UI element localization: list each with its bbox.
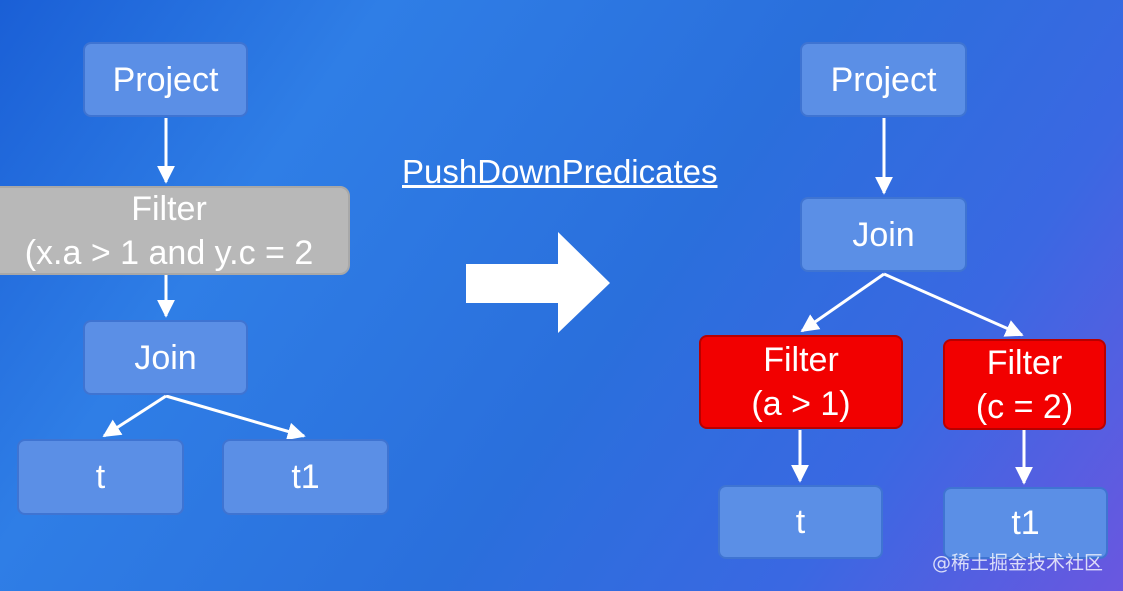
edge-join-right-filter: [883, 272, 1024, 337]
before-table-t1-node: t1: [222, 439, 389, 515]
before-join-node: Join: [83, 320, 248, 395]
rule-name-label: PushDownPredicates: [402, 153, 718, 190]
before-table-t-node: t: [17, 439, 184, 515]
edge-join-t1: [165, 394, 306, 441]
before-project-node: Project: [83, 42, 248, 117]
after-project-label: Project: [830, 60, 937, 99]
before-filter-title: Filter: [131, 189, 207, 228]
after-table-t1-label: t1: [1011, 504, 1040, 542]
after-project-node: Project: [800, 42, 967, 117]
after-join-node: Join: [800, 197, 967, 272]
watermark-text: @稀土掘金技术社区: [931, 552, 1103, 574]
after-right-filter-predicate: (c = 2): [975, 387, 1074, 426]
after-left-filter-node: Filter (a > 1): [699, 335, 903, 429]
after-table-t-node: t: [718, 485, 883, 559]
edge-join-t: [102, 394, 167, 438]
after-table-t1-node: t1: [943, 487, 1108, 559]
before-table-t1-label: t1: [291, 458, 320, 496]
before-project-label: Project: [112, 60, 219, 99]
before-table-t-label: t: [95, 458, 106, 496]
after-left-filter-title: Filter: [763, 341, 839, 379]
after-join-label: Join: [852, 215, 915, 254]
after-left-filter-predicate: (a > 1): [751, 385, 851, 423]
edge-join-left-filter: [800, 272, 885, 333]
before-filter-node: Filter (x.a > 1 and y.c = 2: [0, 186, 350, 275]
before-join-label: Join: [134, 338, 197, 377]
before-filter-predicate: (x.a > 1 and y.c = 2: [24, 233, 314, 272]
after-right-filter-node: Filter (c = 2): [943, 339, 1106, 430]
after-table-t-label: t: [795, 503, 806, 541]
transform-arrow: [466, 232, 610, 333]
after-right-filter-title: Filter: [986, 343, 1063, 382]
